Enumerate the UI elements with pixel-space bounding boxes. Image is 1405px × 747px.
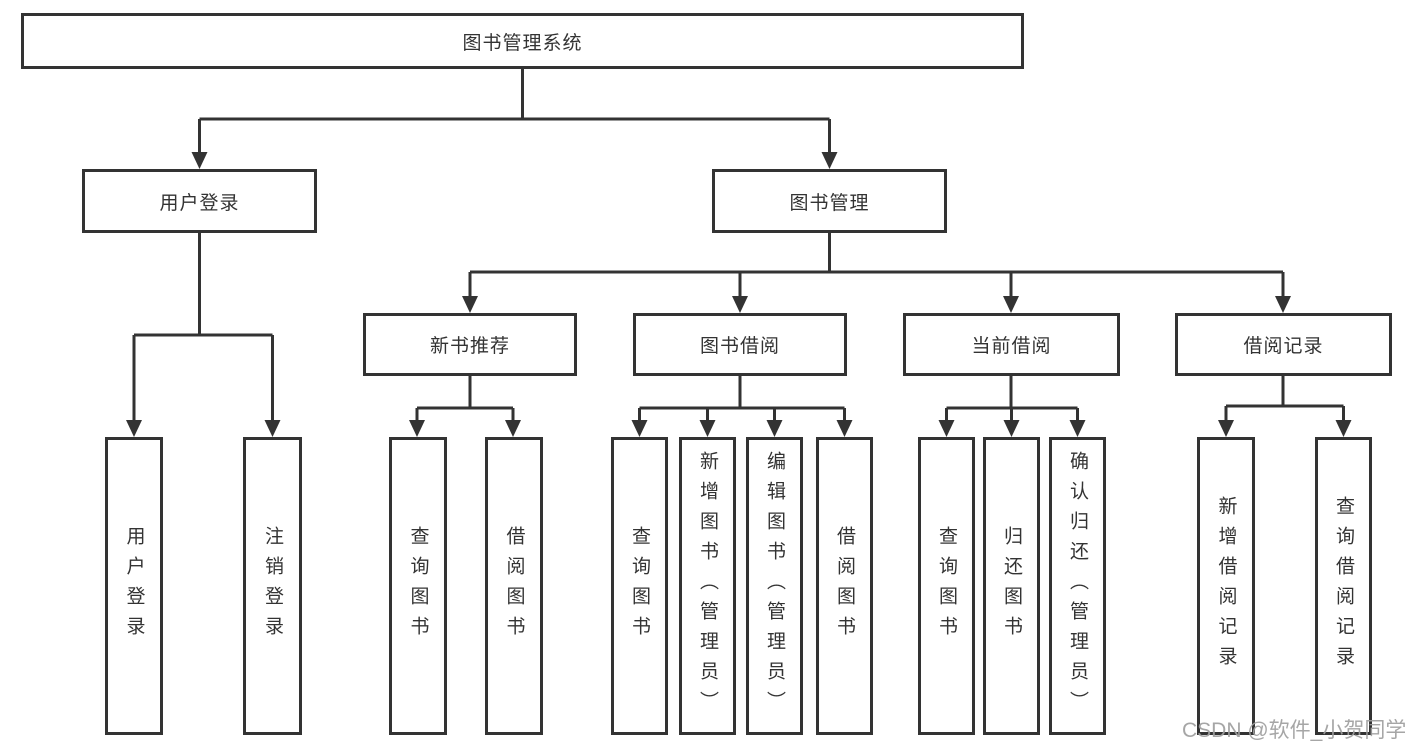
node-search-books-borrow: 查询图书 [611, 437, 668, 735]
node-add-borrow-record: 新增借阅记录 [1197, 437, 1255, 735]
node-confirm-return-admin: 确认归还（管理员） [1049, 437, 1106, 735]
node-user-login-action: 用户登录 [105, 437, 163, 735]
node-borrow-records: 借阅记录 [1175, 313, 1392, 376]
node-search-borrow-record: 查询借阅记录 [1315, 437, 1372, 735]
node-borrow-books: 借阅图书 [816, 437, 873, 735]
node-search-books-recommend: 查询图书 [389, 437, 447, 735]
node-book-management: 图书管理 [712, 169, 947, 233]
watermark: CSDN @软件_小贺同学 [1182, 719, 1405, 742]
node-add-books-admin: 新增图书（管理员） [679, 437, 736, 735]
node-logout: 注销登录 [243, 437, 302, 735]
node-book-borrowing: 图书借阅 [633, 313, 847, 376]
node-return-books: 归还图书 [983, 437, 1040, 735]
node-borrow-books-recommend: 借阅图书 [485, 437, 543, 735]
node-system-root: 图书管理系统 [21, 13, 1024, 69]
node-new-book-recommend: 新书推荐 [363, 313, 577, 376]
node-user-login: 用户登录 [82, 169, 317, 233]
node-edit-books-admin: 编辑图书（管理员） [746, 437, 803, 735]
node-current-borrowing: 当前借阅 [903, 313, 1120, 376]
node-search-books-current: 查询图书 [918, 437, 975, 735]
